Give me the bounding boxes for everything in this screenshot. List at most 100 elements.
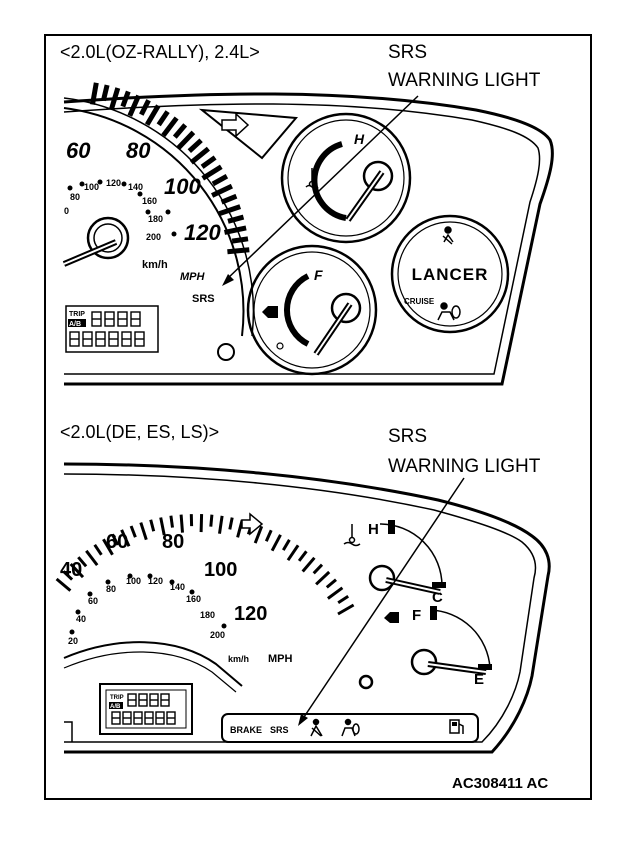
top-housing-outline bbox=[63, 92, 554, 386]
cruise-label: CRUISE bbox=[404, 297, 435, 306]
speedo-tick bbox=[169, 515, 174, 528]
kmh-label-160: 160 bbox=[142, 196, 157, 206]
speedo-tick bbox=[227, 214, 245, 224]
bottom-speed-120: 120 bbox=[234, 603, 267, 625]
bottom-trip-display: TRIP A/B bbox=[99, 683, 193, 735]
bottom-turn-arrow-icon bbox=[241, 512, 264, 536]
bottom-speed-40: 40 bbox=[60, 559, 82, 581]
speedo-tick bbox=[139, 522, 148, 541]
speedo-tick bbox=[69, 562, 85, 579]
speedo-tick bbox=[129, 525, 137, 538]
bottom-airbag-icon bbox=[341, 718, 360, 737]
speedo-tick bbox=[149, 519, 156, 532]
speedo-tick bbox=[337, 603, 355, 616]
figure-code: AC308411 AC bbox=[452, 775, 548, 792]
speedo-tick bbox=[211, 174, 229, 187]
speedo-tick bbox=[270, 534, 282, 552]
bottom-variant-label: <2.0L(DE, ES, LS)> bbox=[60, 422, 219, 442]
bottom-kmh-180: 180 bbox=[200, 610, 215, 620]
top-reset-knob bbox=[217, 343, 235, 361]
top-srs-indicator: SRS bbox=[192, 293, 215, 305]
bottom-srs-indicator: SRS bbox=[270, 725, 289, 735]
bottom-kmh-160: 160 bbox=[186, 594, 201, 604]
kmh-label-0: 0 bbox=[64, 206, 69, 216]
bottom-kmh-200: 200 bbox=[210, 630, 225, 640]
bottom-speedometer: 40 60 80 100 120 20 40 60 80 100 120 140… bbox=[55, 512, 355, 693]
speedo-tick bbox=[227, 247, 250, 255]
bottom-callout-line2: WARNING LIGHT bbox=[388, 456, 541, 477]
kmh-label-200: 200 bbox=[146, 232, 161, 242]
bottom-warning-strip: BRAKE SRS bbox=[221, 713, 479, 743]
speed-label-120: 120 bbox=[184, 220, 221, 245]
bottom-callout-arrow bbox=[298, 477, 465, 726]
bottom-fuel-gauge: F E bbox=[384, 606, 492, 688]
bottom-temp-gauge: H C bbox=[343, 520, 446, 606]
top-temp-h: H bbox=[354, 131, 365, 147]
speedo-tick bbox=[282, 539, 291, 551]
speedo-tick bbox=[189, 146, 210, 165]
speedo-tick bbox=[200, 155, 217, 169]
speedo-tick bbox=[93, 543, 103, 556]
speed-label-60: 60 bbox=[66, 138, 91, 163]
bottom-seatbelt-icon bbox=[310, 718, 323, 737]
speedo-tick bbox=[139, 99, 151, 116]
bottom-speed-60: 60 bbox=[106, 531, 128, 553]
bottom-fuel-pump-icon bbox=[384, 612, 399, 623]
fuel-pump-icon bbox=[262, 306, 278, 318]
top-callout-line1: SRS bbox=[388, 42, 427, 63]
turn-arrow-icon bbox=[221, 112, 250, 138]
speedo-tick bbox=[176, 130, 196, 150]
top-fuel-gauge: F bbox=[246, 244, 378, 376]
speed-label-100: 100 bbox=[164, 174, 201, 199]
speedo-tick bbox=[144, 104, 161, 126]
speedo-tick bbox=[297, 550, 308, 562]
bottom-kmh-140: 140 bbox=[170, 582, 185, 592]
speedo-tick bbox=[220, 193, 238, 205]
speedo-tick bbox=[301, 556, 316, 573]
bottom-kmh-80: 80 bbox=[106, 584, 116, 594]
speedo-tick bbox=[161, 116, 179, 138]
speedo-tick bbox=[90, 82, 99, 105]
bottom-kmh-100: 100 bbox=[126, 576, 141, 586]
bottom-speed-100: 100 bbox=[204, 559, 237, 581]
speedo-tick bbox=[120, 90, 131, 108]
speedo-tick bbox=[327, 586, 344, 600]
speedo-tick bbox=[77, 556, 88, 568]
top-lancer-indicator-panel: LANCER CRUISE bbox=[390, 214, 510, 334]
bottom-callout-line1: SRS bbox=[388, 426, 427, 447]
speedo-tick bbox=[156, 110, 170, 127]
top-variant-label: <2.0L(OZ-RALLY), 2.4L> bbox=[60, 42, 260, 62]
kmh-label-80: 80 bbox=[70, 192, 80, 202]
bottom-trip-label: TRIP bbox=[110, 695, 124, 701]
kmh-label-120: 120 bbox=[106, 178, 121, 188]
coolant-temp-icon bbox=[305, 168, 319, 190]
bottom-kmh-unit: km/h bbox=[228, 654, 249, 664]
top-kmh-unit: km/h bbox=[142, 259, 168, 271]
speedo-tick bbox=[231, 236, 249, 244]
speedo-tick bbox=[102, 538, 114, 556]
speedo-tick bbox=[218, 515, 224, 534]
brake-warning-label: BRAKE bbox=[230, 725, 262, 735]
bottom-kmh-60: 60 bbox=[88, 596, 98, 606]
speedo-tick bbox=[172, 123, 188, 139]
speedo-tick bbox=[85, 549, 99, 567]
top-temp-gauge: H bbox=[280, 112, 412, 244]
top-callout-line2: WARNING LIGHT bbox=[388, 70, 541, 91]
speedo-tick bbox=[111, 533, 120, 546]
speedo-tick bbox=[187, 138, 203, 153]
bottom-kmh-20: 20 bbox=[68, 636, 78, 646]
speedo-tick bbox=[62, 570, 74, 581]
speedo-tick bbox=[218, 204, 241, 216]
speedo-tick bbox=[325, 578, 337, 589]
top-speedometer: 60 80 100 120 0 80 100 120 140 160 180 2… bbox=[62, 82, 255, 353]
speedo-tick bbox=[264, 529, 273, 542]
bottom-coolant-temp-icon bbox=[343, 524, 361, 547]
top-instrument-cluster: 60 80 100 120 0 80 100 120 140 160 180 2… bbox=[62, 82, 554, 386]
bottom-mph-unit: MPH bbox=[268, 653, 293, 665]
speedo-tick bbox=[199, 514, 204, 533]
speedo-tick bbox=[286, 544, 300, 562]
bottom-housing-inner bbox=[63, 473, 537, 743]
bottom-fuel-e: E bbox=[474, 671, 484, 688]
top-ab-label: A/B bbox=[69, 321, 81, 328]
speedo-tick bbox=[201, 164, 223, 181]
